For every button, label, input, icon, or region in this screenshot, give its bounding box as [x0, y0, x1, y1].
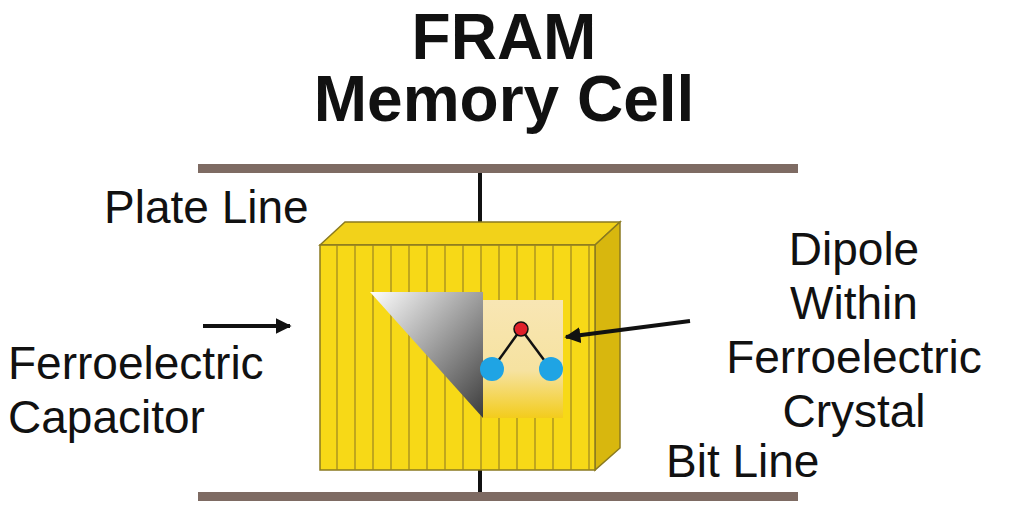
diagram-title: FRAM Memory Cell — [304, 6, 704, 130]
part-label: Dipole Within Ferroelectric Crystal — [704, 222, 1004, 438]
capacitor-pointer — [203, 324, 290, 328]
line-label: Plate Line — [104, 180, 364, 234]
line-label: Bit Line — [666, 434, 886, 488]
ferroelectric-capacitor — [320, 222, 620, 470]
bit-line-bar — [198, 492, 798, 501]
dipole-symbol — [480, 322, 563, 381]
dipole-pointer — [566, 321, 690, 337]
part-label: Ferroelectric Capacitor — [8, 336, 308, 444]
bit-wire — [478, 470, 482, 492]
plate-line-bar — [198, 164, 798, 173]
